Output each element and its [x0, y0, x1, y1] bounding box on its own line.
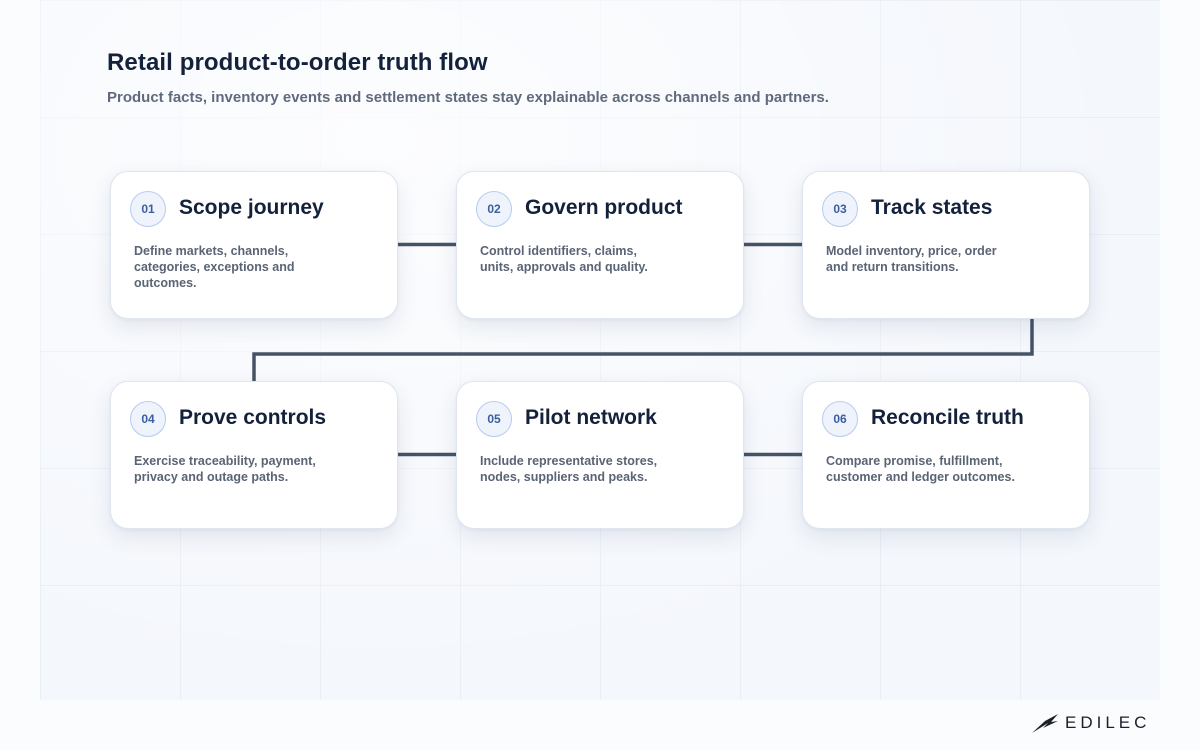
step-title: Scope journey [179, 196, 324, 219]
step-number-badge: 01 [130, 191, 166, 227]
step-card-scope-journey: 01 Scope journey Define markets, channel… [110, 171, 398, 319]
step-card-track-states: 03 Track states Model inventory, price, … [802, 171, 1090, 319]
step-description: Include representative stores, nodes, su… [480, 454, 658, 484]
step-card-pilot-network: 05 Pilot network Include representative … [456, 381, 744, 529]
step-description: Model inventory, price, order and return… [826, 244, 997, 274]
brand-logo: EDILEC [1031, 711, 1150, 735]
edilec-wing-icon [1032, 714, 1058, 733]
step-description: Exercise traceability, payment, privacy … [134, 454, 316, 484]
step-card-govern-product: 02 Govern product Control identifiers, c… [456, 171, 744, 319]
step-card-prove-controls: 04 Prove controls Exercise traceability,… [110, 381, 398, 529]
step-description: Compare promise, fulfillment, customer a… [826, 454, 1015, 484]
connector-03-04 [252, 318, 1034, 381]
page-subtitle: Product facts, inventory events and sett… [107, 89, 829, 106]
step-number-badge: 04 [130, 401, 166, 437]
step-title: Track states [871, 196, 993, 219]
step-number-badge: 02 [476, 191, 512, 227]
step-number-badge: 06 [822, 401, 858, 437]
step-description: Define markets, channels, categories, ex… [134, 244, 295, 290]
step-title: Prove controls [179, 406, 327, 429]
step-card-reconcile-truth: 06 Reconcile truth Compare promise, fulf… [802, 381, 1090, 529]
step-title: Reconcile truth [871, 406, 1024, 429]
step-description: Control identifiers, claims, units, appr… [480, 244, 648, 274]
step-title: Govern product [525, 196, 683, 219]
page-title: Retail product-to-order truth flow [107, 49, 488, 76]
brand-name: EDILEC [1065, 713, 1151, 732]
diagram-canvas [40, 0, 1160, 700]
step-title: Pilot network [525, 406, 657, 429]
step-number-badge: 03 [822, 191, 858, 227]
step-number-badge: 05 [476, 401, 512, 437]
